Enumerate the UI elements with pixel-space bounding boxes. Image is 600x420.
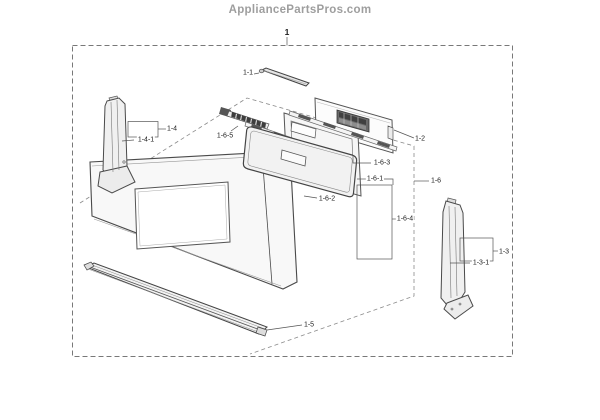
part-1-6-2-glass-panel	[242, 126, 358, 198]
callout-label-1-3-1: 1-3-1	[471, 259, 491, 267]
part-1-4-end-cap-left	[97, 95, 136, 194]
site-logo-text: AppliancePartsPros.com	[228, 4, 372, 16]
part-1-6-5-button-row	[219, 107, 270, 130]
callout-label-1-1: 1-1	[241, 69, 255, 77]
part-1-5-bottom-trim	[83, 261, 268, 337]
assembly-dashed-border	[72, 45, 513, 357]
pcb-strip-upper	[288, 110, 398, 152]
callout-label-1-6-5: 1-6-5	[215, 132, 235, 140]
callout-label-1-6-4: 1-6-4	[395, 215, 415, 223]
callout-label-1-6-1: 1-6-1	[365, 175, 385, 183]
callout-label-1-6: 1-6	[429, 177, 443, 185]
part-1-1-trim-strip	[258, 67, 310, 87]
callout-label-1-4-1: 1-4-1	[136, 136, 156, 144]
part-1-3-end-cap-right	[440, 197, 474, 320]
callout-label-1-4: 1-4	[165, 125, 179, 133]
callout-label-1-6-2: 1-6-2	[317, 195, 337, 203]
subassembly-1-6-boundary	[79, 97, 415, 355]
callout-label-1-2: 1-2	[413, 135, 427, 143]
front-facade-panel	[89, 150, 298, 290]
callout-label-1-3: 1-3	[497, 248, 511, 256]
callout-label-1-6-3: 1-6-3	[372, 159, 392, 167]
callout-label-1-5: 1-5	[302, 321, 316, 329]
callout-label-1: 1	[283, 26, 291, 37]
